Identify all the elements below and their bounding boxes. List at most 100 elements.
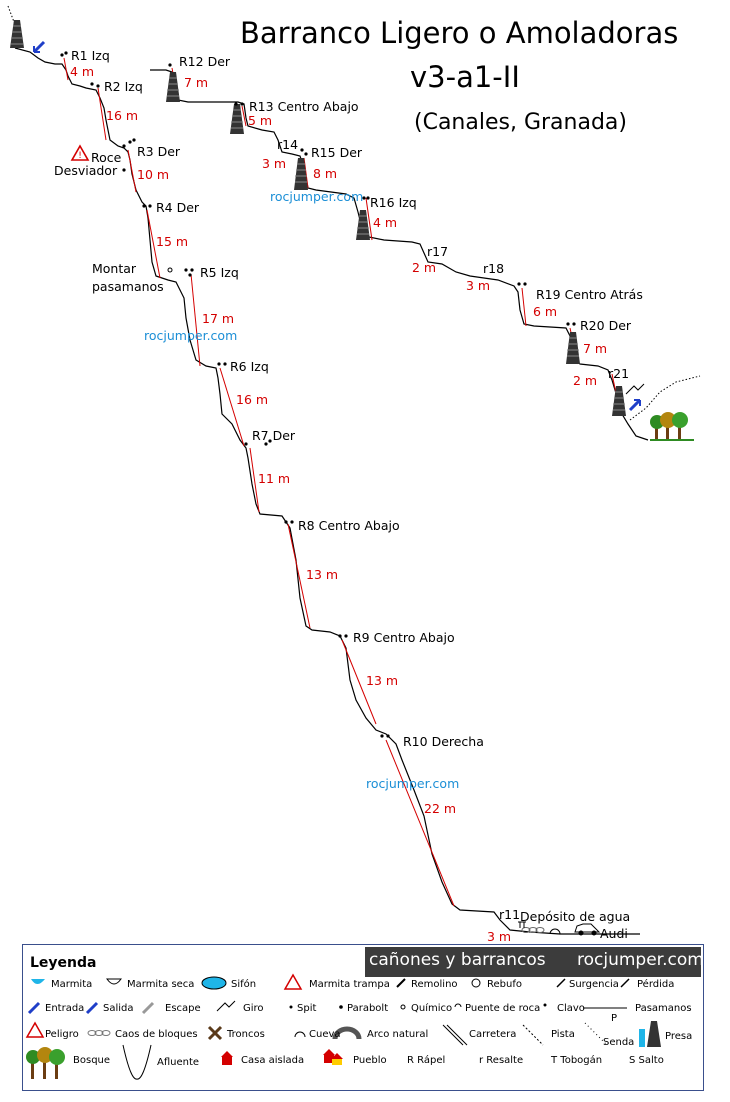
legend-item: Marmita trampa bbox=[309, 979, 390, 990]
audi-note: Audi bbox=[600, 926, 628, 941]
rappel-label: R5 Izq bbox=[200, 265, 239, 280]
chemical-anchor bbox=[167, 267, 173, 273]
rappel-label: R15 Der bbox=[311, 145, 363, 160]
rappel-label: r11 bbox=[499, 907, 521, 922]
rappel-length: 16 m bbox=[106, 108, 139, 123]
rappel-label: R3 Der bbox=[137, 144, 181, 159]
rappel-label: R16 Izq bbox=[370, 195, 417, 210]
rappel-label: r18 bbox=[483, 261, 505, 276]
rappel-label: R6 Izq bbox=[230, 359, 269, 374]
dam-icons bbox=[10, 20, 626, 416]
svg-text:!: ! bbox=[78, 151, 82, 161]
backwash-icon bbox=[471, 978, 481, 988]
rappel-length: 4 m bbox=[70, 64, 95, 79]
rappel-label: R12 Der bbox=[179, 54, 231, 69]
car-icon bbox=[574, 923, 601, 936]
rappel-label: R7 Der bbox=[252, 428, 296, 443]
location-label: (Canales, Granada) bbox=[414, 110, 627, 135]
legend-item: Pista bbox=[551, 1029, 575, 1040]
cave-icon bbox=[549, 928, 561, 935]
legend-item: Giro bbox=[243, 1003, 264, 1014]
logs-icon bbox=[207, 1025, 223, 1041]
rappel-length: 4 m bbox=[373, 215, 398, 230]
rappel-length: 5 m bbox=[248, 113, 273, 128]
rappel-length: 13 m bbox=[306, 567, 339, 582]
rappel-length: 11 m bbox=[258, 471, 291, 486]
legend-item: Senda bbox=[603, 1037, 635, 1048]
sink-icon bbox=[620, 978, 630, 988]
warning-icon: ! bbox=[70, 144, 90, 161]
legend-icons bbox=[25, 973, 661, 1080]
rappel-length: 8 m bbox=[313, 166, 338, 181]
watermark: rocjumper.com bbox=[144, 328, 238, 343]
legend-item: Marmita bbox=[51, 979, 93, 990]
desviador-note: Desviador bbox=[54, 163, 118, 178]
rappel-label: R13 Centro Abajo bbox=[249, 99, 359, 114]
rappel-label: R8 Centro Abajo bbox=[298, 518, 400, 533]
trap-pothole-icon bbox=[283, 973, 303, 990]
tributary-icon bbox=[122, 1044, 152, 1080]
legend-item: Pérdida bbox=[637, 979, 675, 990]
rappel-length: 17 m bbox=[202, 311, 235, 326]
rappel-length: 2 m bbox=[412, 260, 437, 275]
legend-item: Remolino bbox=[411, 979, 458, 990]
rappel-length: 3 m bbox=[466, 278, 491, 293]
legend-item: Químico bbox=[411, 1003, 453, 1014]
rappel-label: r17 bbox=[427, 244, 449, 259]
legend-item: Afluente bbox=[157, 1057, 200, 1068]
canyon-topo: ! bbox=[7, 5, 701, 936]
turn-legend-icon bbox=[216, 1000, 236, 1012]
legend-title: Leyenda bbox=[30, 955, 97, 971]
rappel-label: r14 bbox=[277, 137, 299, 152]
cave-legend-icon bbox=[294, 1031, 306, 1038]
road-icon bbox=[442, 1024, 468, 1046]
banner-right-text: rocjumper.com bbox=[577, 950, 704, 970]
difficulty-grade: v3-a1-II bbox=[410, 60, 520, 94]
whirlpool-icon bbox=[396, 978, 406, 988]
spit-icon bbox=[289, 1005, 293, 1009]
legend-item: S Salto bbox=[629, 1055, 664, 1066]
rappel-length: 6 m bbox=[533, 304, 558, 319]
escape-icon bbox=[141, 1001, 155, 1015]
rappel-label: R1 Izq bbox=[71, 48, 110, 63]
rock-bridge-icon bbox=[454, 1003, 462, 1008]
legend-item: Clavo bbox=[557, 1003, 585, 1014]
forest-icon bbox=[650, 412, 694, 441]
legend-item: Pueblo bbox=[353, 1055, 387, 1066]
boulder-chaos-icon bbox=[521, 927, 545, 933]
rappel-length: 15 m bbox=[156, 234, 189, 249]
exit-icon bbox=[628, 398, 642, 412]
legend-item: Spit bbox=[297, 1003, 317, 1014]
legend-item: Sifón bbox=[231, 979, 257, 990]
legend-item: Carretera bbox=[469, 1029, 517, 1040]
legend-item: Salida bbox=[103, 1003, 134, 1014]
legend-item: Presa bbox=[665, 1031, 693, 1042]
chemical-icon bbox=[400, 1004, 406, 1010]
turn-icon bbox=[625, 383, 645, 395]
deposito-note: Depósito de agua bbox=[520, 909, 631, 924]
legend-item: Entrada bbox=[45, 1003, 85, 1014]
legend-item: Cueva bbox=[309, 1029, 341, 1040]
pothole-icon bbox=[31, 979, 45, 984]
nail-icon bbox=[543, 1003, 547, 1007]
legend-item: Surgencia bbox=[569, 979, 619, 990]
dry-pothole-icon bbox=[106, 978, 122, 985]
legend-item: Casa aislada bbox=[241, 1055, 305, 1066]
rappel-length: 16 m bbox=[236, 392, 269, 407]
danger-icon bbox=[25, 1021, 45, 1038]
watermark: rocjumper.com bbox=[270, 189, 364, 204]
watermark: rocjumper.com bbox=[366, 776, 460, 791]
rappel-length: 7 m bbox=[184, 75, 209, 90]
pi-icon bbox=[518, 921, 526, 928]
entry-legend-icon bbox=[27, 1001, 41, 1015]
banner-left-text: cañones y barrancos bbox=[369, 950, 546, 970]
legend-item: Puente de roca bbox=[465, 1003, 541, 1014]
legend-item: Parabolt bbox=[347, 1003, 389, 1014]
rappel-label: R4 Der bbox=[156, 200, 200, 215]
legend-item: Marmita seca bbox=[127, 979, 195, 990]
rappel-label: R10 Derecha bbox=[403, 734, 484, 749]
legend-item: Bosque bbox=[73, 1055, 111, 1066]
pasamanos-note-line2: pasamanos bbox=[92, 279, 164, 294]
spring-icon bbox=[556, 978, 566, 988]
rappel-length: 10 m bbox=[137, 167, 170, 182]
